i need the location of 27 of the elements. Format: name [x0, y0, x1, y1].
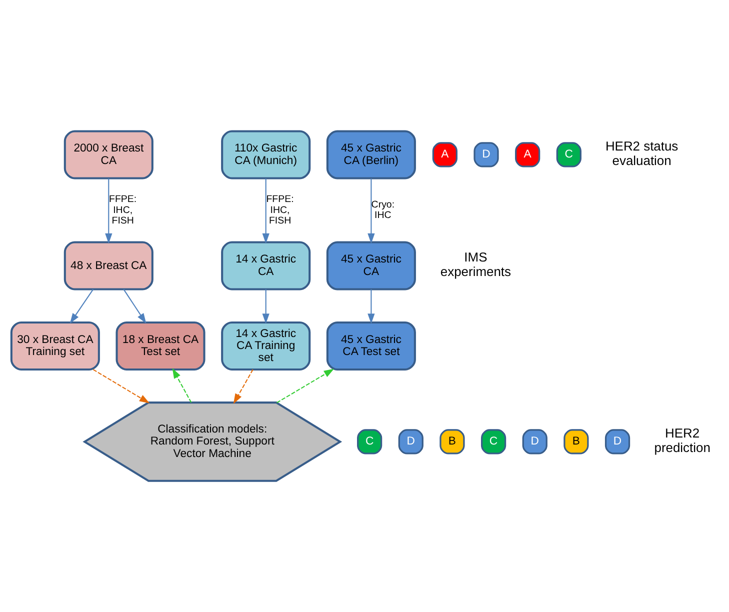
- node-box: 110x Gastric CA (Munich): [221, 130, 311, 180]
- label: HER2 prediction: [654, 426, 710, 456]
- arrow: [233, 369, 254, 404]
- arrow: [276, 368, 334, 404]
- arrow: [368, 178, 375, 244]
- node-box: 18 x Breast CA Test set: [116, 321, 206, 370]
- edge-label: Cryo: IHC: [371, 199, 395, 222]
- arrow: [70, 289, 94, 324]
- node-box: 30 x Breast CA Training set: [10, 321, 100, 370]
- node-box: 45 x Gastric CA: [326, 241, 416, 290]
- arrow: [92, 369, 150, 404]
- node-box: 2000 x Breast CA: [64, 130, 154, 180]
- label: IMS experiments: [440, 250, 511, 280]
- arrow: [262, 178, 270, 244]
- edge-label: FFPE: IHC, FISH: [266, 194, 294, 226]
- arrow: [105, 178, 112, 244]
- node-box: 48 x Breast CA: [64, 241, 154, 290]
- node-box: 45 x Gastric CA Test set: [326, 321, 416, 370]
- node-box: 14 x Gastric CA Training set: [221, 321, 311, 370]
- arrow: [172, 368, 192, 403]
- label: HER2 status evaluation: [605, 138, 678, 168]
- arrow: [262, 289, 270, 324]
- node-box: 14 x Gastric CA: [221, 241, 311, 290]
- edge-label: FFPE: IHC, FISH: [109, 194, 137, 226]
- node-box: 45 x Gastric CA (Berlin): [326, 130, 416, 180]
- arrow: [123, 289, 146, 324]
- arrow: [368, 289, 375, 324]
